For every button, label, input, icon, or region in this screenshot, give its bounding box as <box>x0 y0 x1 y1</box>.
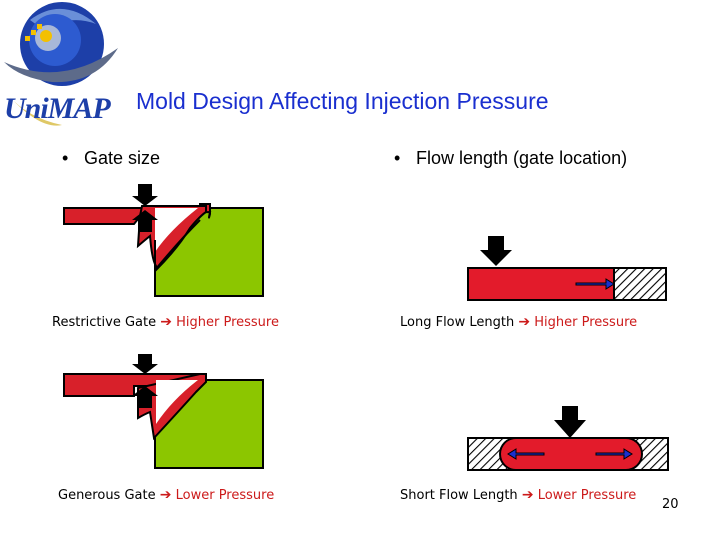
caption-prefix: Long Flow Length <box>400 315 515 330</box>
gate-arrow-down <box>480 236 512 266</box>
caption-long-flow: Long Flow Length ➔ Higher Pressure <box>400 314 637 330</box>
bullet-dot: • <box>394 148 401 168</box>
diagram-short-flow <box>467 406 669 471</box>
melt-flow <box>137 373 207 441</box>
diagram-long-flow <box>467 236 667 301</box>
right-arrow-icon: ➔ <box>521 487 534 503</box>
bullet-text: Flow length (gate location) <box>416 148 628 168</box>
caption-result: Higher Pressure <box>534 315 638 330</box>
caption-result: Lower Pressure <box>175 488 275 503</box>
bullet-dot: • <box>62 148 69 168</box>
caption-result: Lower Pressure <box>537 488 637 503</box>
flow-arrow-right <box>595 448 633 460</box>
caption-generous-gate: Generous Gate ➔ Lower Pressure <box>58 487 274 503</box>
flow-front <box>156 380 198 424</box>
slide-title: Mold Design Affecting Injection Pressure <box>136 88 549 114</box>
right-arrow-icon: ➔ <box>160 314 172 330</box>
logo-text: UniMAP <box>4 92 111 125</box>
logo-graphic <box>4 2 118 126</box>
bullet-text: Gate size <box>84 148 161 168</box>
gate-arrow-down <box>132 354 158 374</box>
flow-arrow-left <box>507 448 545 460</box>
flow-arrow-right <box>575 278 615 290</box>
logo: UniMAP <box>0 0 135 135</box>
melt-fill <box>499 437 643 471</box>
bullet-flow-length: • Flow length (gate location) <box>394 148 627 169</box>
gate-arrow-up <box>132 386 158 408</box>
page-number: 20 <box>662 497 679 512</box>
caption-prefix: Generous Gate <box>58 488 156 503</box>
right-arrow-icon: ➔ <box>159 487 172 503</box>
caption-restrictive-gate: Restrictive Gate ➔ Higher Pressure <box>52 314 279 330</box>
caption-result: Higher Pressure <box>176 315 279 330</box>
caption-short-flow: Short Flow Length ➔ Lower Pressure <box>400 487 636 503</box>
right-arrow-icon: ➔ <box>518 314 531 330</box>
gate-arrow-up <box>132 210 158 232</box>
caption-prefix: Short Flow Length <box>400 488 518 503</box>
gate-arrow-down <box>554 406 586 438</box>
diagram-restrictive-gate <box>63 184 264 297</box>
diagram-generous-gate <box>63 354 264 469</box>
gate-arrow-down <box>132 184 158 206</box>
melt-fill <box>467 267 615 301</box>
caption-prefix: Restrictive Gate <box>52 315 157 330</box>
bullet-gate-size: • Gate size <box>62 148 160 169</box>
cavity-empty <box>613 267 667 301</box>
flow-front <box>155 208 198 252</box>
